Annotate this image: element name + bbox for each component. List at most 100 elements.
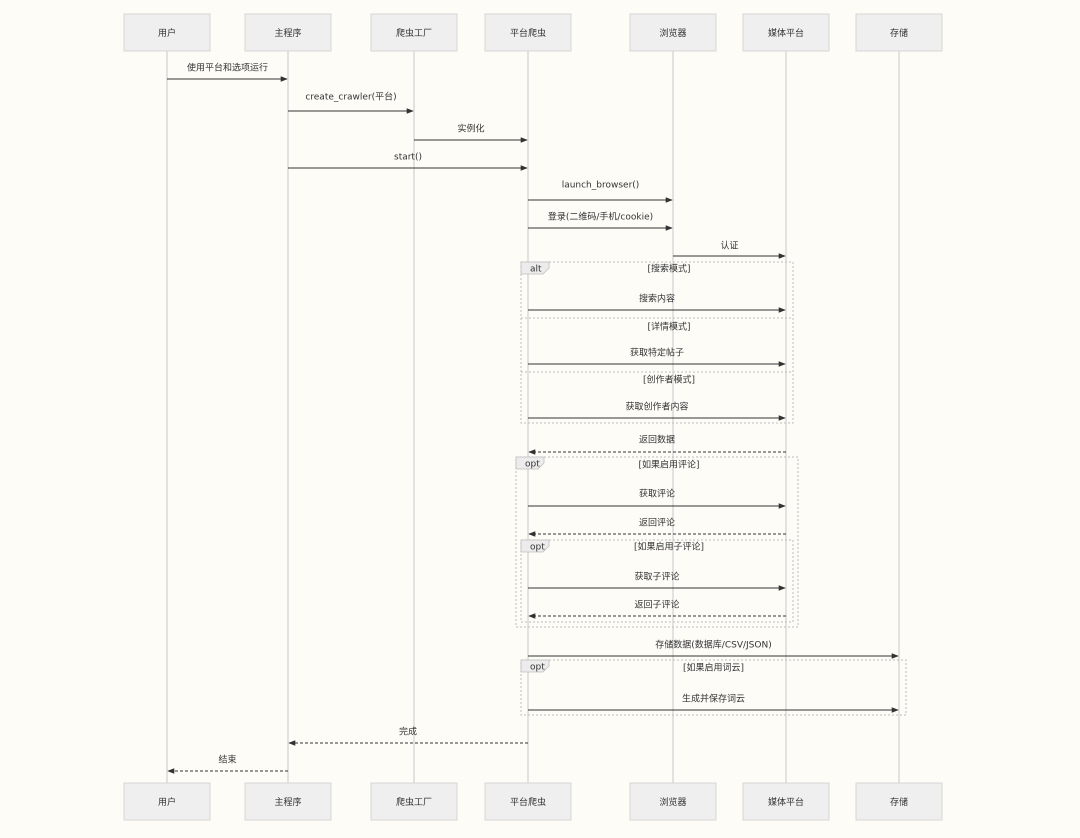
- fragment-kind-label: opt: [525, 460, 540, 470]
- message-16: 存储数据(数据库/CSV/JSON): [528, 639, 899, 659]
- actor-box: [370, 13, 458, 52]
- actor-label: 媒体平台: [768, 796, 804, 808]
- message-1: 使用平台和选项运行: [167, 62, 288, 82]
- actor-user-top: 用户: [123, 13, 211, 52]
- actor-browser-bottom: 浏览器: [629, 782, 717, 821]
- message-4: start(): [288, 153, 528, 171]
- actor-label: 平台爬虫: [510, 27, 546, 39]
- message-label: 返回子评论: [634, 599, 679, 611]
- actor-box: [370, 782, 458, 821]
- actor-label: 爬虫工厂: [396, 796, 432, 808]
- fragment-condition: [如果启用评论]: [638, 459, 699, 471]
- actor-main-bottom: 主程序: [244, 782, 332, 821]
- message-label: 结束: [218, 754, 236, 766]
- actor-box: [629, 13, 717, 52]
- fragment-frame: [520, 539, 794, 623]
- message-label: 获取评论: [639, 488, 675, 500]
- message-17: 生成并保存词云: [528, 693, 899, 713]
- actor-box: [484, 13, 572, 52]
- actor-box: [244, 13, 332, 52]
- actor-box: [123, 782, 211, 821]
- message-label: 登录(二维码/手机/cookie): [548, 211, 653, 223]
- message-label: 获取子评论: [634, 571, 679, 583]
- fragment-condition: [如果启用子评论]: [634, 541, 704, 553]
- actor-box: [742, 13, 830, 52]
- actor-label: 主程序: [274, 796, 301, 808]
- message-8: 搜索内容: [528, 293, 786, 313]
- actor-media-bottom: 媒体平台: [742, 782, 830, 821]
- message-6: 登录(二维码/手机/cookie): [528, 211, 673, 231]
- actor-box: [244, 782, 332, 821]
- actor-box: [855, 13, 943, 52]
- message-7: 认证: [673, 240, 786, 259]
- message-label: 使用平台和选项运行: [187, 62, 268, 74]
- actor-crawler-bottom: 平台爬虫: [484, 782, 572, 821]
- fragment-frame: [515, 456, 799, 628]
- message-label: 完成: [399, 726, 417, 738]
- actor-storage-bottom: 存储: [855, 782, 943, 821]
- message-18: 完成: [288, 726, 528, 746]
- message-15: 返回子评论: [528, 599, 786, 619]
- actor-label: 平台爬虫: [510, 796, 546, 808]
- message-11: 返回数据: [528, 434, 786, 455]
- actor-storage-top: 存储: [855, 13, 943, 52]
- message-2: create_crawler(平台): [288, 91, 414, 114]
- fragment-condition: [详情模式]: [647, 321, 690, 333]
- message-label: 返回数据: [639, 434, 675, 446]
- fragment-kind-label: opt: [530, 543, 545, 553]
- message-label: 实例化: [457, 123, 484, 135]
- actor-main-top: 主程序: [244, 13, 332, 52]
- fragment-tab: [520, 261, 550, 275]
- actor-label: 媒体平台: [768, 27, 804, 39]
- message-9: 获取特定帖子: [528, 347, 786, 367]
- message-label: 认证: [720, 240, 738, 252]
- actor-factory-bottom: 爬虫工厂: [370, 782, 458, 821]
- message-label: 获取特定帖子: [630, 347, 684, 359]
- fragment-condition: [创作者模式]: [643, 374, 695, 386]
- fragment-tab: [515, 456, 545, 470]
- actor-box: [629, 782, 717, 821]
- message-3: 实例化: [414, 123, 528, 143]
- actor-label: 浏览器: [659, 796, 686, 808]
- actor-crawler-top: 平台爬虫: [484, 13, 572, 52]
- fragment-alt-0: alt [搜索模式] [详情模式] [创作者模式]: [520, 261, 794, 424]
- actor-label: 主程序: [274, 27, 301, 39]
- fragment-opt-2: opt [如果启用子评论]: [520, 539, 794, 623]
- actor-user-bottom: 用户: [123, 782, 211, 821]
- message-13: 返回评论: [528, 517, 786, 537]
- message-label: 获取创作者内容: [625, 401, 688, 413]
- fragment-kind-label: alt: [530, 265, 542, 275]
- message-14: 获取子评论: [528, 571, 786, 591]
- actor-label: 存储: [890, 796, 908, 808]
- actor-label: 爬虫工厂: [396, 27, 432, 39]
- actor-browser-top: 浏览器: [629, 13, 717, 52]
- message-label: start(): [394, 153, 422, 163]
- message-10: 获取创作者内容: [528, 401, 786, 421]
- fragment-opt-3: opt[如果启用词云]: [520, 659, 907, 716]
- fragment-frame: [520, 261, 794, 424]
- fragment-condition: [搜索模式]: [647, 263, 690, 275]
- message-label: 搜索内容: [639, 293, 675, 305]
- actor-label: 用户: [158, 796, 176, 808]
- actor-factory-top: 爬虫工厂: [370, 13, 458, 52]
- message-label: 存储数据(数据库/CSV/JSON): [655, 639, 771, 651]
- actor-media-top: 媒体平台: [742, 13, 830, 52]
- fragment-frame: [520, 659, 907, 716]
- message-19: 结束: [167, 754, 288, 774]
- actor-box: [484, 782, 572, 821]
- actor-box: [123, 13, 211, 52]
- message-label: 返回评论: [639, 517, 675, 529]
- message-label: 生成并保存词云: [682, 693, 745, 705]
- message-label: launch_browser(): [562, 181, 640, 191]
- message-12: 获取评论: [528, 488, 786, 509]
- message-label: create_crawler(平台): [305, 91, 396, 103]
- fragment-opt-1: opt [如果启用评论]: [515, 456, 799, 628]
- message-5: launch_browser(): [528, 181, 673, 203]
- actor-box: [855, 782, 943, 821]
- fragment-kind-label: opt: [530, 663, 545, 673]
- actor-label: 浏览器: [659, 27, 686, 39]
- fragment-tab: [520, 539, 550, 553]
- actor-label: 存储: [890, 27, 908, 39]
